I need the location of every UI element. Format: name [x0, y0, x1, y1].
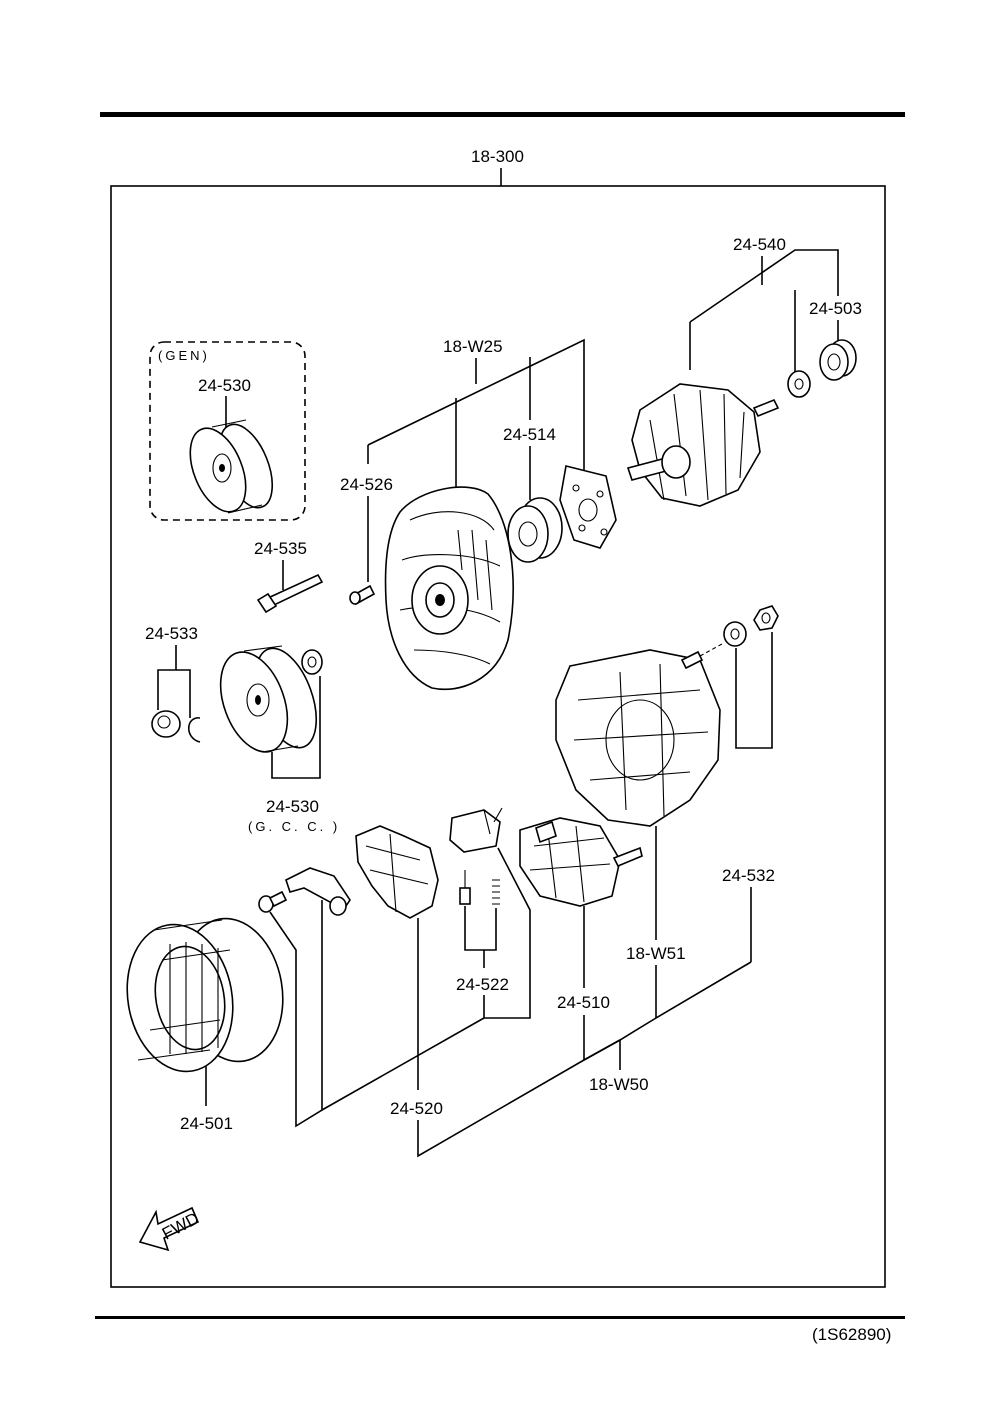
front-bearing: [507, 497, 563, 563]
rear-bearing: [819, 339, 857, 381]
gen-group-label: (GEN): [158, 348, 210, 363]
retaining-clip: [187, 717, 201, 743]
label-24-501: 24-501: [180, 1114, 233, 1133]
top-rule: [100, 112, 905, 117]
gcc-pulley: [219, 645, 323, 753]
label-24-520: 24-520: [390, 1099, 443, 1118]
label-24-514: 24-514: [503, 425, 556, 444]
rotor-washer: [787, 370, 811, 398]
brush-spring: [492, 879, 500, 905]
bearing-retainer-plate: [559, 465, 617, 549]
voltage-regulator: [355, 825, 439, 919]
figure-code: (1S62890): [812, 1325, 891, 1344]
label-24-533: 24-533: [145, 624, 198, 643]
label-24-530-gcc: 24-530: [266, 797, 319, 816]
brush-holder: [449, 807, 503, 853]
rectifier: [519, 817, 643, 907]
label-24-530-gen: 24-530: [198, 376, 251, 395]
label-24-522: 24-522: [456, 975, 509, 994]
assembly-label: 18-300: [471, 147, 524, 166]
brush: [459, 870, 471, 905]
label-24-503: 24-503: [809, 299, 862, 318]
bottom-rule: [95, 1316, 905, 1319]
label-24-535: 24-535: [254, 539, 307, 558]
rotor: [626, 383, 780, 507]
rear-spacer: [723, 621, 747, 647]
assembly-frame: [110, 185, 886, 1288]
label-24-526: 24-526: [340, 475, 393, 494]
bracket-screw: [258, 890, 288, 913]
pulley-nut: [151, 710, 181, 738]
fwd-arrow-icon: [138, 1206, 200, 1252]
rear-nut: [753, 605, 779, 631]
label-24-510: 24-510: [557, 993, 610, 1012]
label-18-w25: 18-W25: [443, 337, 503, 356]
label-18-w51: 18-W51: [626, 944, 686, 963]
label-24-532: 24-532: [722, 866, 775, 885]
gen-pulley: [189, 419, 274, 514]
gen-group-box: [149, 341, 306, 521]
gcc-label: (G. C. C. ): [248, 819, 340, 834]
label-18-w50: 18-W50: [589, 1075, 649, 1094]
stator: [126, 917, 284, 1073]
through-bolt: [256, 573, 324, 614]
mounting-screw: [349, 584, 376, 606]
drive-end-housing: [384, 486, 514, 691]
terminal-bracket: [285, 867, 351, 916]
rear-housing: [555, 649, 721, 827]
label-24-540: 24-540: [733, 235, 786, 254]
